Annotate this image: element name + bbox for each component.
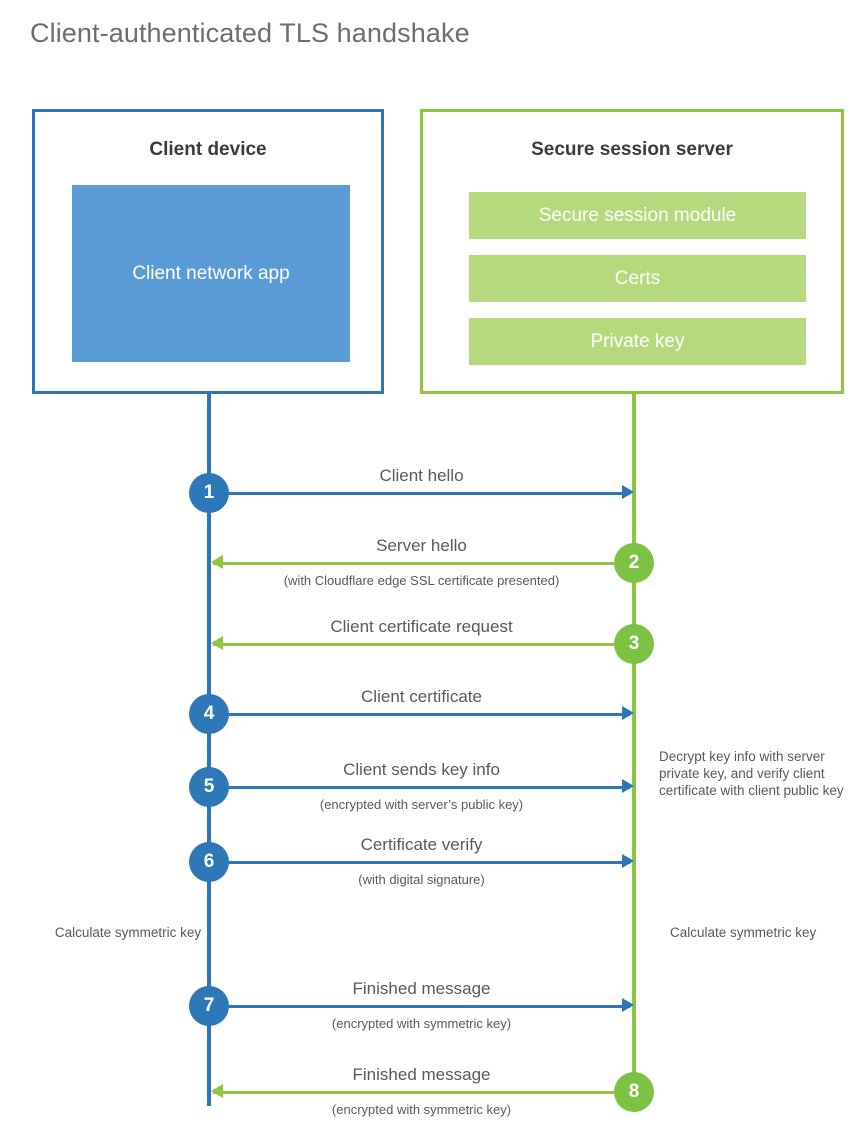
message-label-4: Client certificate	[361, 687, 482, 706]
step-circle-6[interactable]: 6	[189, 842, 229, 882]
client-lifeline	[207, 394, 211, 1106]
step-circle-4[interactable]: 4	[189, 694, 229, 734]
message-arrow-head-7	[622, 998, 634, 1012]
message-arrow-head-3	[211, 636, 223, 650]
message-arrow-line-3	[213, 643, 634, 646]
secure-session-server-title: Secure session server	[531, 139, 733, 160]
message-sublabel-8: (encrypted with symmetric key)	[331, 1102, 512, 1117]
message-arrow-head-5	[622, 779, 634, 793]
message-arrow-head-8	[211, 1084, 223, 1098]
note-decrypt-key-info: Decrypt key info with server private key…	[659, 749, 844, 798]
message-sublabel-6: (with digital signature)	[358, 872, 485, 887]
message-label-7: Finished message	[352, 979, 491, 998]
step-circle-3[interactable]: 3	[614, 624, 654, 664]
message-arrow-head-6	[622, 854, 634, 868]
step-circle-8[interactable]: 8	[614, 1072, 654, 1112]
message-arrow-line-7	[209, 1005, 630, 1008]
client-network-app-block: Client network app	[72, 185, 350, 362]
message-arrow-line-4	[209, 713, 630, 716]
server-lifeline	[632, 394, 636, 1093]
message-label-5: Client sends key info	[343, 760, 500, 779]
step-circle-5[interactable]: 5	[189, 767, 229, 807]
step-circle-2[interactable]: 2	[614, 543, 654, 583]
message-arrow-line-1	[209, 492, 630, 495]
server-component-private-key: Private key	[469, 318, 806, 365]
message-arrow-head-4	[622, 706, 634, 720]
note-calculate-symmetric-key-server: Calculate symmetric key	[670, 925, 817, 940]
message-arrow-head-2	[211, 555, 223, 569]
message-label-8: Finished message	[352, 1065, 491, 1084]
secure-session-server-box: Secure session server Secure session mod…	[420, 109, 844, 394]
step-circle-1[interactable]: 1	[189, 473, 229, 513]
server-component-secure-session-module: Secure session module	[469, 192, 806, 239]
message-label-3: Client certificate request	[330, 617, 513, 636]
message-arrow-line-8	[213, 1091, 634, 1094]
message-label-1: Client hello	[379, 466, 464, 485]
message-sublabel-5: (encrypted with server’s public key)	[319, 797, 524, 812]
note-calculate-symmetric-key-client: Calculate symmetric key	[54, 925, 202, 940]
message-sublabel-7: (encrypted with symmetric key)	[331, 1016, 512, 1031]
message-arrow-line-6	[209, 861, 630, 864]
message-label-6: Certificate verify	[360, 835, 483, 854]
message-arrow-head-1	[622, 485, 634, 499]
page-title: Client-authenticated TLS handshake	[30, 18, 470, 48]
server-component-certs: Certs	[469, 255, 806, 302]
step-circle-7[interactable]: 7	[189, 986, 229, 1026]
message-label-2: Server hello	[376, 536, 467, 555]
client-device-box: Client device Client network app	[32, 109, 384, 394]
message-sublabel-2: (with Cloudflare edge SSL certificate pr…	[283, 573, 560, 588]
message-arrow-line-2	[213, 562, 634, 565]
message-arrow-line-5	[209, 786, 630, 789]
client-device-title: Client device	[149, 139, 267, 160]
